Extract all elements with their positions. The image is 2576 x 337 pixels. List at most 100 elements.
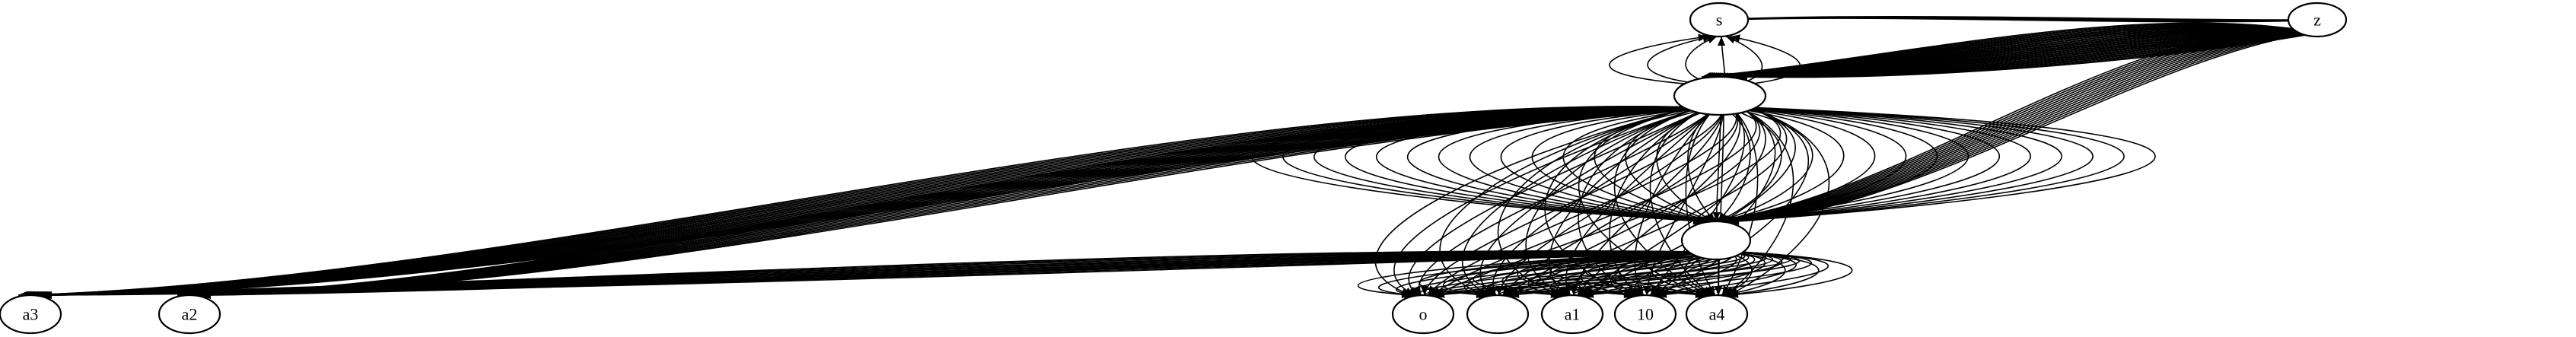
edge-z-to-hub2 [1706,29,2306,222]
edge-hub1-to-hub2 [1500,107,1711,222]
edge-hub1-to-10 [1657,107,1809,296]
edge-z-to-hub2 [1723,29,2327,222]
node-z-label: z [2313,11,2321,30]
node-a4[interactable]: a4 [1685,294,1749,335]
edge-arrowhead [1729,288,1739,295]
node-a3[interactable]: a3 [0,294,62,335]
node-10-label: 10 [1637,305,1654,324]
edge-hub1-to-s [1647,36,1713,85]
edge-arrowhead [1421,286,1429,295]
edge-hub1-to-10 [1578,107,1701,296]
node-z[interactable]: z [2287,2,2348,38]
edge-arrowhead [1706,36,1717,44]
edge-arrowhead [1721,285,1731,295]
edge-z-to-hub2 [1729,29,2335,222]
edge-z-to-hub2 [1727,29,2332,222]
edge-hub1-to-a1 [1573,107,1724,296]
edge-hub1-to-a4 [1724,107,1794,296]
node-hub-upper[interactable] [1673,75,1767,116]
edge-arrowhead [1712,212,1721,221]
edge-hub1-to-o [1431,107,1757,296]
edge-arrowhead [1495,286,1504,295]
edge-hub1-to-blank [1498,107,1724,296]
edge-arrowhead [1428,285,1437,295]
edge-hub1-to-a4 [1685,107,1717,296]
edge-hub1-to-a1 [1580,107,1766,296]
edge-arrowhead [1650,285,1659,295]
edge-hub2-to-blank [1509,251,1801,296]
edge-hub1-to-blank [1502,107,1739,296]
node-o[interactable]: o [1391,294,1455,335]
edge-hub1-to-a4 [1718,107,1724,296]
edge-z-to-hub2 [1725,29,2329,222]
edge-hub2-to-a1 [1581,251,1783,296]
edge-hub1-to-hub2 [1251,107,1703,222]
edge-hub1-to-hub2 [1728,107,2125,222]
edge-hub1-to-10 [1653,107,1776,296]
edge-arrowhead [1562,285,1571,295]
edge-arrowhead [202,291,212,299]
node-a2-label: a2 [182,305,198,324]
edge-arrowhead [1510,288,1520,295]
node-a3-label: a3 [23,305,39,324]
edge-hub1-to-hub2 [1727,107,2062,222]
edge-hub1-to-a1 [1565,107,1717,296]
edge-hub1-to-a4 [1614,107,1708,296]
edge-arrowhead [1413,285,1422,295]
edge-hub1-to-a1 [1584,107,1796,296]
edge-hub1-to-hub2 [1345,107,1705,222]
edge-z-to-hub2 [1717,29,2319,222]
edge-hub1-to-s [1725,36,1763,85]
node-10[interactable]: 10 [1613,294,1677,335]
edge-hub2-to-a2 [177,251,1696,296]
node-hub-lower[interactable] [1680,220,1752,261]
edge-hub2-to-a4 [1726,251,1820,296]
edge-z-to-s [1731,17,2335,23]
edge-hub1-to-a1 [1497,107,1693,296]
edge-arrowhead [1731,34,1740,43]
edge-hub2-to-a4 [1723,251,1786,296]
edge-hub1-to-10 [1544,107,1693,296]
edge-z-to-hub2 [1712,29,2313,222]
edge-arrowhead [1570,286,1578,295]
node-a1[interactable]: a1 [1540,294,1604,335]
node-a4-label: a4 [1709,305,1725,324]
edges-layer [18,15,2335,300]
edge-hub1-to-hub2 [1727,107,2094,222]
edge-hub1-to-s [1731,36,1801,85]
edge-z-to-hub2 [1719,29,2322,222]
edge-hub1-to-blank [1505,107,1761,296]
node-s[interactable]: s [1689,2,1750,38]
edge-arrowhead [1435,288,1445,295]
edge-hub1-to-blank [1492,107,1717,296]
edge-hub1-to-10 [1650,107,1746,296]
edge-arrowhead [1482,286,1493,295]
edge-hub1-to-blank [1439,107,1693,296]
edge-z-to-hub2 [1702,28,2301,222]
edge-arrowhead [1707,285,1715,295]
edge-arrowhead [1577,285,1586,295]
edge-hub2-to-a3 [42,251,1737,296]
node-a2[interactable]: a2 [158,294,221,335]
edge-hub1-to-hub2 [1724,107,2001,222]
node-s-label: s [1716,11,1723,30]
edge-hub1-to-o [1434,107,1782,296]
edge-hub1-to-o [1424,107,1724,296]
edge-z-to-hub2 [1721,29,2324,222]
edge-arrowhead [1630,286,1641,295]
edge-arrowhead [1488,285,1496,295]
edge-hub2-to-a2 [201,251,1737,296]
edge-arrowhead [1738,73,1748,81]
edge-hub1-to-hub2 [1469,107,1709,222]
edge-hub1-to-10 [1609,107,1708,296]
edge-hub1-to-a4 [1728,107,1830,296]
node-blank[interactable] [1466,294,1530,335]
edge-arrowhead [1502,285,1511,295]
edge-hub1-to-a1 [1577,107,1740,296]
edge-hub1-to-hub2 [1729,107,2156,222]
edge-hub1-to-o [1419,107,1717,296]
edge-hub1-to-a4 [1721,107,1759,296]
edge-arrowhead [43,291,53,299]
edge-hub1-to-hub2 [1406,107,1708,222]
